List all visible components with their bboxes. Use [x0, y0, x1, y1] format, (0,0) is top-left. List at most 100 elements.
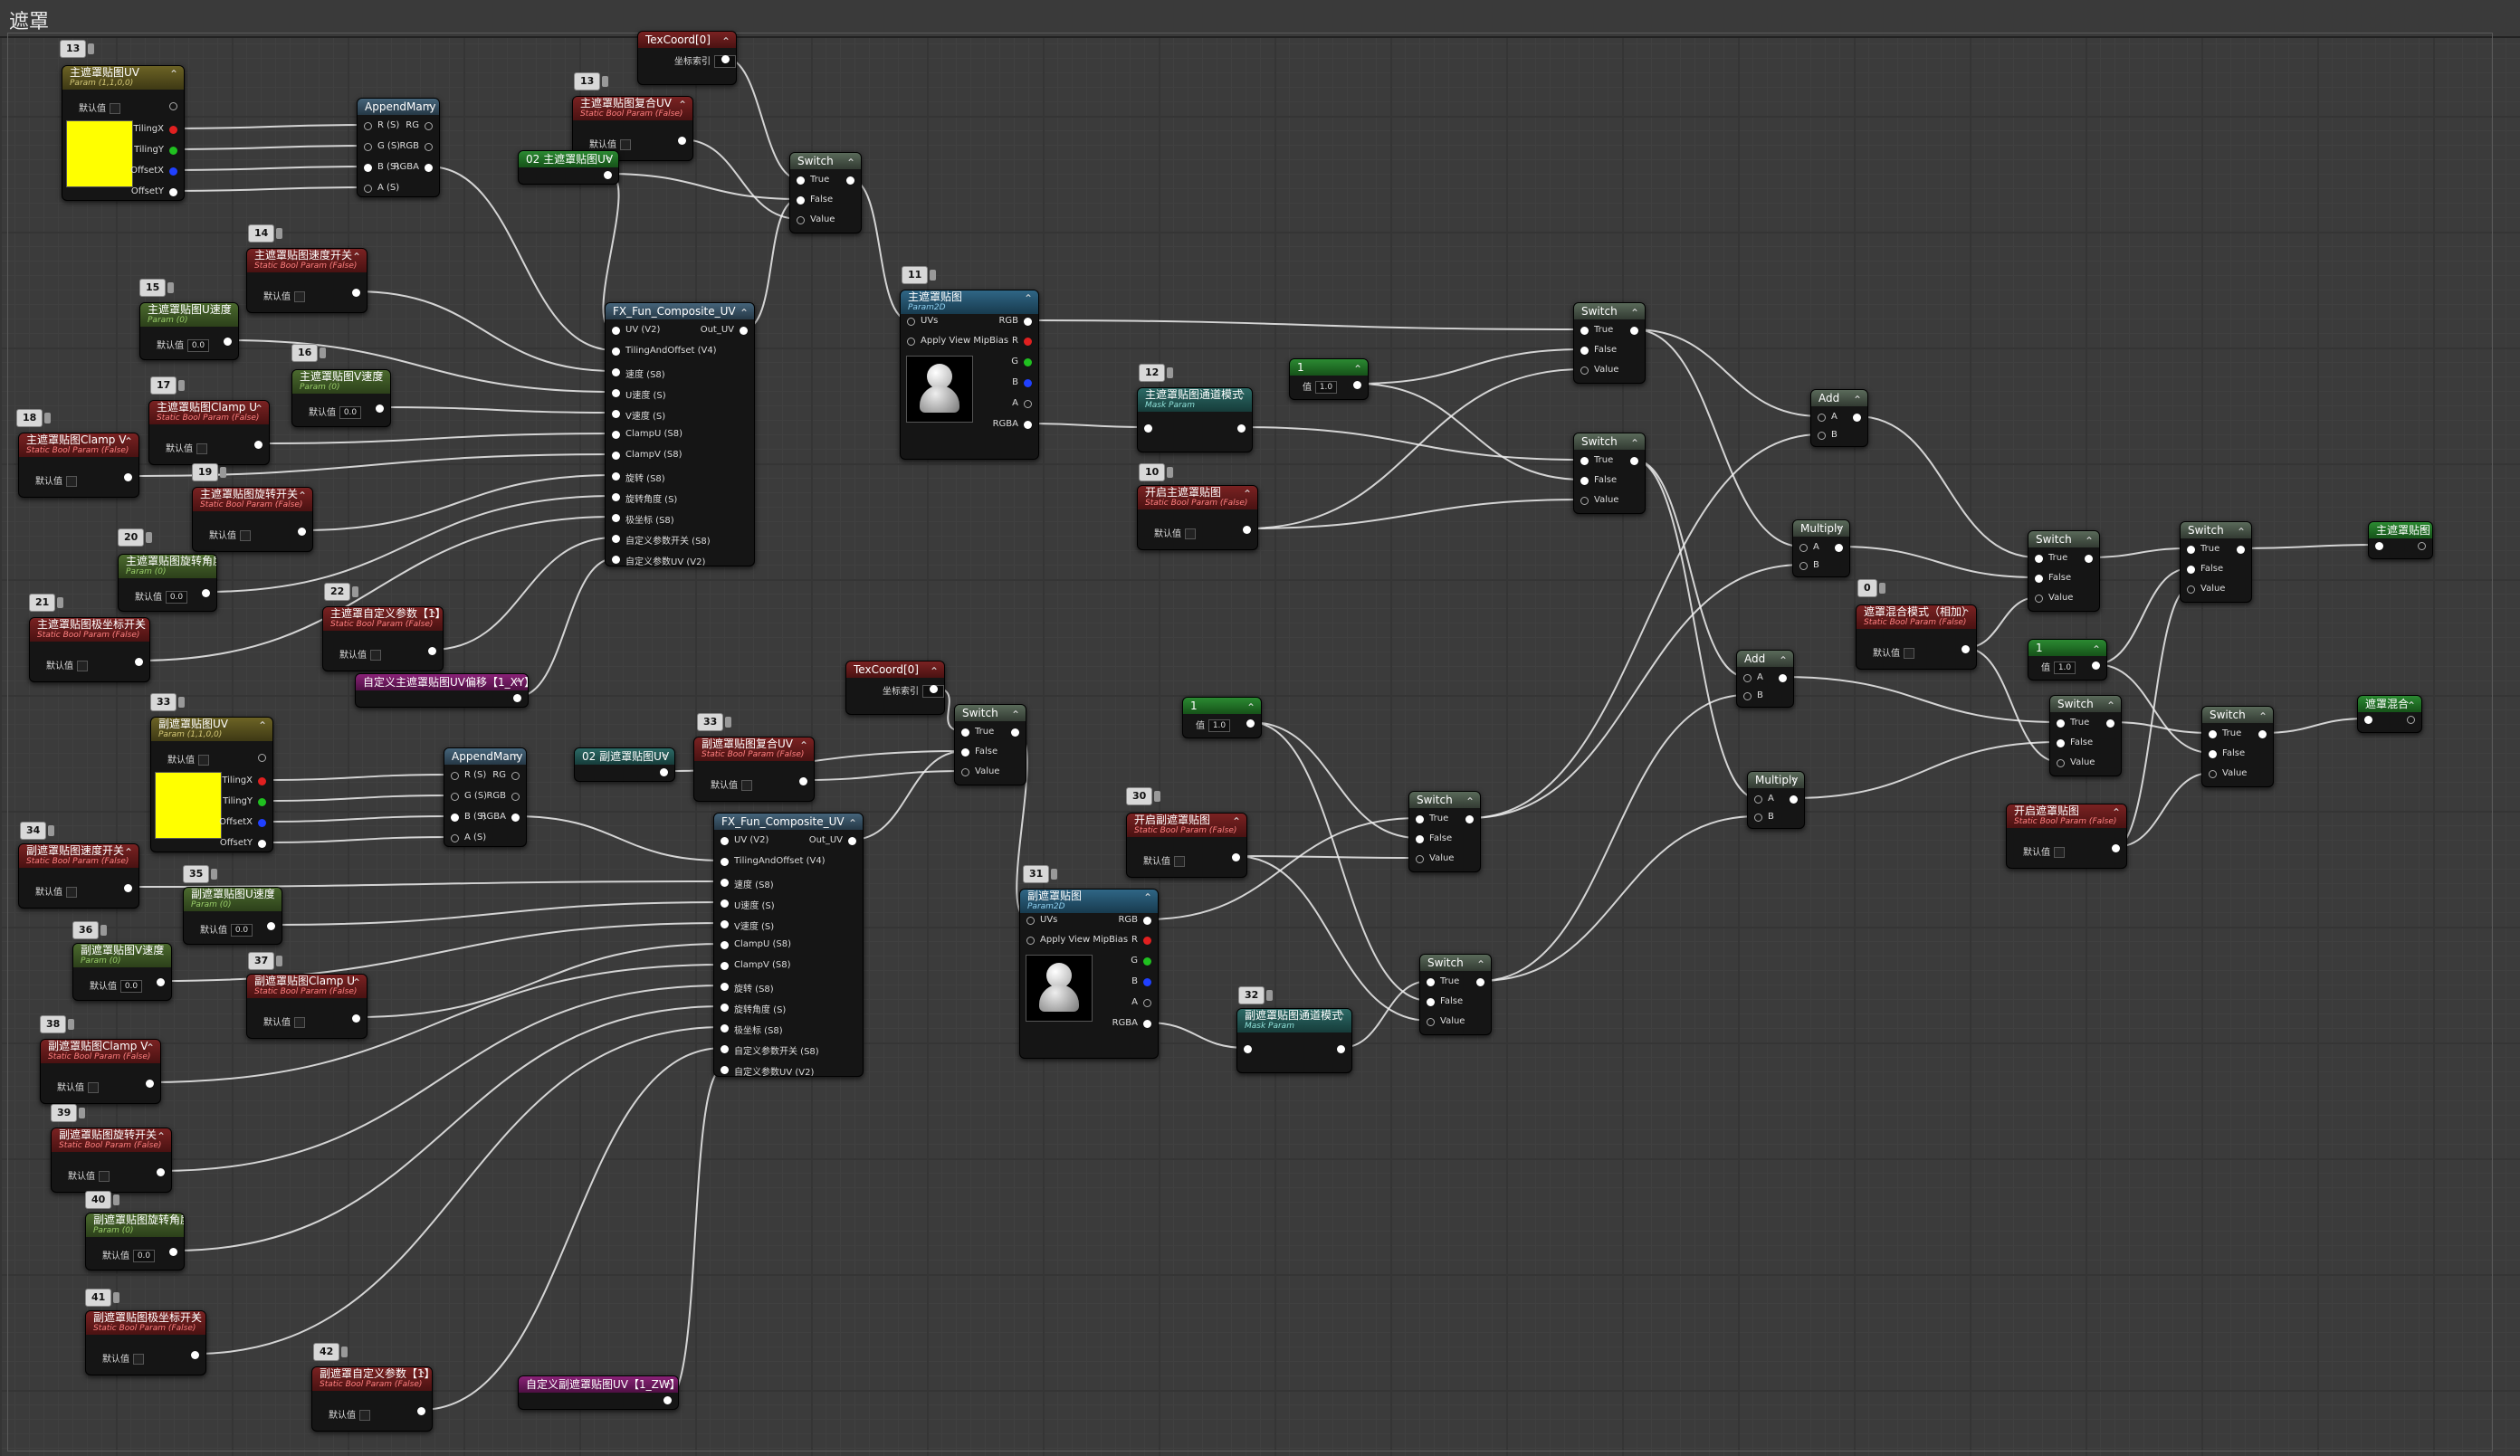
pin[interactable] — [2057, 759, 2065, 767]
pin[interactable] — [451, 834, 459, 842]
pin[interactable] — [425, 143, 433, 151]
output-pin[interactable] — [254, 441, 262, 449]
node-scus[interactable]: 副遮罩自定义参数【1】Static Bool Param (False)⌃默认值 — [311, 1366, 433, 1432]
node-header[interactable]: Add⌃ — [1737, 651, 1793, 667]
collapse-chevron-icon[interactable]: ⌃ — [1023, 292, 1033, 305]
pin[interactable] — [1024, 379, 1032, 387]
collapse-chevron-icon[interactable]: ⌃ — [145, 1042, 155, 1054]
collapse-chevron-icon[interactable]: ⌃ — [1778, 654, 1788, 667]
pin[interactable] — [1580, 477, 1589, 485]
checkbox[interactable] — [1904, 648, 1914, 659]
collapse-chevron-icon[interactable]: ⌃ — [416, 1369, 426, 1382]
output-pin[interactable] — [660, 768, 668, 776]
pin[interactable] — [612, 556, 620, 564]
checkbox[interactable] — [88, 1082, 99, 1093]
output-pin[interactable] — [428, 647, 436, 655]
pin[interactable] — [1754, 795, 1762, 804]
pin[interactable] — [2187, 546, 2195, 554]
pin[interactable] — [1026, 937, 1035, 945]
pin[interactable] — [1024, 358, 1032, 366]
collapse-chevron-icon[interactable]: ⌃ — [677, 99, 687, 111]
value-field[interactable]: 0.0 — [231, 924, 253, 937]
pin[interactable] — [721, 879, 729, 887]
collapse-chevron-icon[interactable]: ⌃ — [168, 68, 178, 81]
node-header[interactable]: Add⌃ — [1811, 390, 1867, 406]
value-field[interactable]: 0.0 — [120, 980, 142, 993]
checkbox[interactable] — [66, 887, 77, 898]
output-pin[interactable] — [2407, 716, 2415, 724]
output-pin[interactable] — [2092, 661, 2100, 670]
pin[interactable] — [721, 962, 729, 970]
checkbox[interactable] — [240, 530, 251, 541]
output-pin[interactable] — [352, 289, 360, 297]
pin[interactable] — [1743, 674, 1752, 682]
collapse-chevron-icon[interactable]: ⌃ — [929, 665, 939, 678]
collapse-chevron-icon[interactable]: ⌃ — [1852, 394, 1862, 406]
node-header[interactable]: 1⌃ — [1290, 359, 1368, 376]
output-pin[interactable] — [169, 102, 177, 110]
pin[interactable] — [1580, 366, 1589, 375]
pin[interactable] — [258, 777, 266, 785]
output-pin[interactable] — [157, 1168, 165, 1176]
collapse-chevron-icon[interactable]: ⌃ — [427, 609, 437, 622]
checkbox[interactable] — [1174, 856, 1185, 867]
value-field[interactable]: 0.0 — [166, 591, 187, 604]
collapse-chevron-icon[interactable]: ⌃ — [2417, 526, 2427, 538]
pin[interactable] — [612, 535, 620, 543]
output-pin[interactable] — [191, 1351, 199, 1359]
pin[interactable] — [740, 327, 748, 335]
collapse-chevron-icon[interactable]: ⌃ — [2406, 699, 2416, 712]
node-header[interactable]: 副遮罩自定义参数【1】Static Bool Param (False)⌃ — [312, 1367, 432, 1391]
input-pin[interactable] — [2375, 542, 2383, 550]
collapse-chevron-icon[interactable]: ⌃ — [2258, 710, 2267, 723]
node-header[interactable]: Switch⌃ — [1409, 792, 1480, 808]
node-header[interactable]: Switch⌃ — [955, 705, 1026, 721]
pin[interactable] — [2035, 595, 2043, 603]
node-mblend[interactable]: 遮罩混合模式（相加）Static Bool Param (False)⌃默认值 — [1856, 604, 1977, 670]
pin[interactable] — [1024, 318, 1032, 326]
pin[interactable] — [364, 164, 372, 172]
output-pin[interactable] — [352, 1014, 360, 1023]
pin[interactable] — [961, 728, 969, 737]
output-pin[interactable] — [124, 473, 132, 481]
collapse-chevron-icon[interactable]: ⌃ — [603, 155, 613, 167]
output-pin[interactable] — [1476, 978, 1484, 986]
collapse-chevron-icon[interactable]: ⌃ — [424, 102, 434, 115]
output-pin[interactable] — [604, 171, 612, 179]
collapse-chevron-icon[interactable]: ⌃ — [2105, 699, 2115, 712]
output-pin[interactable] — [1011, 728, 1019, 737]
pin[interactable] — [258, 819, 266, 827]
pin[interactable] — [907, 318, 915, 326]
pin[interactable] — [721, 920, 729, 928]
collapse-chevron-icon[interactable]: ⌃ — [1242, 488, 1252, 500]
collapse-chevron-icon[interactable]: ⌃ — [168, 1215, 178, 1228]
output-pin[interactable] — [1779, 674, 1787, 682]
collapse-chevron-icon[interactable]: ⌃ — [1789, 776, 1799, 788]
output-pin[interactable] — [417, 1407, 425, 1415]
node-header[interactable]: 主遮罩贴图⌃ — [2369, 522, 2432, 538]
pin[interactable] — [612, 368, 620, 376]
input-pin[interactable] — [1144, 424, 1152, 433]
output-pin[interactable] — [678, 137, 686, 145]
node-header[interactable]: FX_Fun_Composite_UV⌃ — [606, 303, 754, 319]
output-pin[interactable] — [1630, 327, 1638, 335]
collapse-chevron-icon[interactable]: ⌃ — [1142, 891, 1152, 904]
pin[interactable] — [2187, 585, 2195, 594]
output-pin[interactable] — [930, 685, 938, 693]
pin[interactable] — [797, 176, 805, 185]
collapse-chevron-icon[interactable]: ⌃ — [2091, 643, 2101, 656]
constant-field[interactable]: 1.0 — [2054, 661, 2076, 674]
